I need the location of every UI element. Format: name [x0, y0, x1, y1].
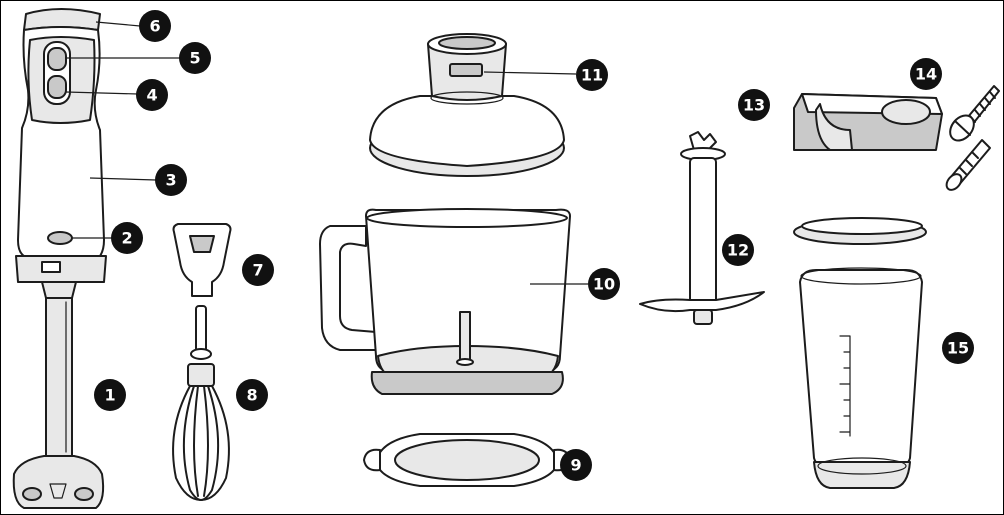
leader-4 [65, 91, 139, 95]
gearbox-slot [189, 235, 215, 253]
svg-text:5: 5 [189, 49, 200, 68]
guard-vent-center [49, 483, 67, 499]
guard-vent-left [22, 487, 42, 501]
beaker-scale [839, 335, 851, 437]
measuring-beaker [793, 217, 927, 489]
gearbox-body [172, 223, 232, 297]
whisk-wire-mid [182, 385, 220, 501]
coupling-latch [449, 63, 483, 77]
svg-text:12: 12 [727, 241, 749, 260]
holder-recess [881, 99, 931, 125]
whisk-wire-outer [172, 385, 230, 501]
guard-vent-right [74, 487, 94, 501]
svg-text:14: 14 [915, 65, 937, 84]
coupling-base-ring [430, 91, 504, 105]
plug-head [945, 173, 963, 191]
beaker-body [799, 269, 923, 467]
chopper-lid [369, 33, 565, 177]
whisk-hub [187, 363, 215, 387]
callout-11: 11 [576, 59, 608, 91]
coupling-socket [438, 36, 496, 50]
callout-15: 15 [942, 332, 974, 364]
whisk-collar [190, 348, 212, 360]
callout-4: 4 [136, 79, 168, 111]
blade-wings [639, 291, 765, 313]
leader-lines [65, 21, 588, 285]
shaft-neck [41, 281, 77, 299]
power-button [47, 75, 67, 99]
callout-1: 1 [94, 379, 126, 411]
beaker-rim [800, 267, 922, 285]
hand-blender [12, 8, 107, 509]
blender-shaft [45, 297, 73, 457]
svg-text:9: 9 [570, 456, 581, 475]
svg-text:3: 3 [165, 171, 176, 190]
callout-13: 13 [738, 89, 770, 121]
callout-8: 8 [236, 379, 268, 411]
callout-7: 7 [242, 254, 274, 286]
chopper-blade [639, 131, 765, 325]
svg-text:10: 10 [593, 275, 615, 294]
callout-14: 14 [910, 58, 942, 90]
svg-text:1: 1 [104, 386, 115, 405]
svg-text:4: 4 [146, 86, 157, 105]
release-slot [41, 261, 61, 273]
svg-text:8: 8 [246, 386, 257, 405]
callout-badges: 1 2 3 4 5 6 7 8 9 10 11 [94, 10, 974, 481]
bowl-spindle [459, 311, 471, 361]
leader-6 [95, 21, 141, 27]
holder-cutout [815, 103, 853, 151]
bowl-handle [319, 225, 379, 351]
svg-text:7: 7 [252, 261, 263, 280]
svg-text:11: 11 [581, 66, 603, 85]
turbo-button [47, 47, 67, 71]
beaker-base [813, 461, 911, 489]
svg-text:15: 15 [947, 339, 969, 358]
speed-control [47, 231, 73, 245]
callout-5: 5 [179, 42, 211, 74]
callout-12: 12 [722, 234, 754, 266]
mounting-hardware [945, 85, 1000, 191]
callout-3: 3 [155, 164, 187, 196]
whisk-rod [195, 305, 207, 355]
lid-dome [369, 95, 565, 167]
anti-slip-base [363, 433, 571, 487]
whisk-gearbox [172, 223, 232, 297]
base-inner [394, 439, 540, 481]
wall-holder [793, 93, 943, 151]
blade-foot [693, 309, 713, 325]
bowl-foot [370, 371, 564, 395]
whisk-wire-inner [193, 385, 209, 497]
callout-6: 6 [139, 10, 171, 42]
screw-slot [954, 120, 971, 136]
callout-10: 10 [588, 268, 620, 300]
leader-3 [89, 177, 157, 181]
bowl-rim [366, 208, 568, 228]
spindle-base [456, 358, 474, 366]
svg-text:6: 6 [149, 17, 160, 36]
plug-ribs [959, 151, 979, 175]
beaker-lid-top [801, 217, 923, 235]
leader-11 [483, 71, 577, 75]
svg-text:2: 2 [121, 229, 132, 248]
beaker-base-ring [817, 457, 907, 475]
base-tab-left [363, 448, 381, 472]
whisk [172, 305, 230, 501]
chopper-bowl [319, 208, 571, 395]
callout-2: 2 [111, 222, 143, 254]
blade-tube [689, 157, 717, 309]
svg-text:13: 13 [743, 96, 765, 115]
blade-guard [12, 455, 105, 509]
callout-9: 9 [560, 449, 592, 481]
